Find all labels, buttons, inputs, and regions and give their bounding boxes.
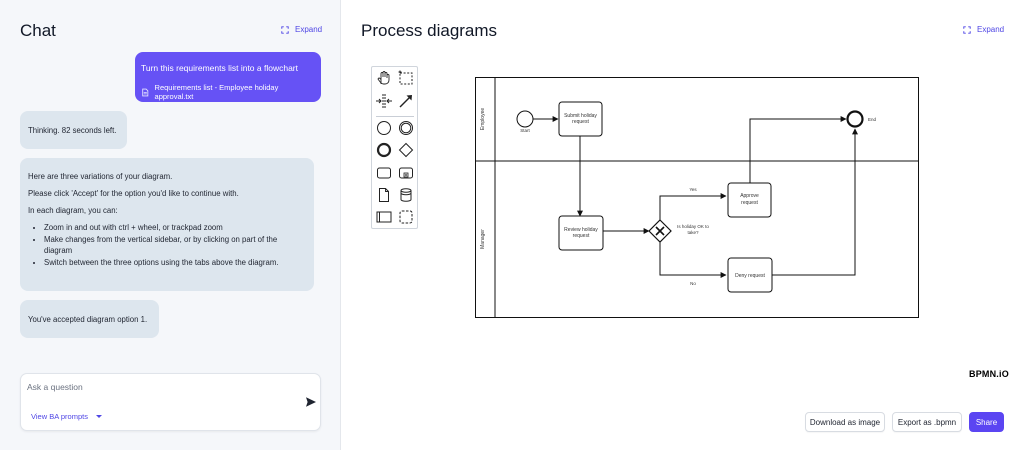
expand-icon bbox=[281, 25, 289, 34]
flow-deny-to-end[interactable] bbox=[772, 128, 858, 276]
user-message-text: Turn this requirements list into a flowc… bbox=[141, 63, 298, 73]
list-item: Make changes from the vertical sidebar, … bbox=[44, 234, 306, 256]
flow-approve-to-end[interactable] bbox=[749, 116, 847, 183]
reply-lead: In each diagram, you can: bbox=[28, 206, 118, 215]
bot-message-thinking: Thinking. 82 seconds left. bbox=[20, 111, 127, 149]
task-approve-label-1: Approve bbox=[740, 193, 759, 199]
data-store-icon[interactable] bbox=[397, 186, 415, 204]
subprocess-icon[interactable] bbox=[397, 164, 415, 182]
bot-message-variations: Here are three variations of your diagra… bbox=[20, 158, 314, 291]
start-event[interactable] bbox=[516, 110, 534, 128]
prompts-label: View BA prompts bbox=[31, 412, 88, 421]
file-icon bbox=[142, 88, 149, 96]
download-image-button[interactable]: Download as image bbox=[805, 412, 885, 432]
attachment-name: Requirements list - Employee holiday app… bbox=[154, 83, 279, 101]
export-bpmn-button[interactable]: Export as .bpmn bbox=[892, 412, 962, 432]
task-icon[interactable] bbox=[375, 164, 393, 182]
question-box: View BA prompts bbox=[20, 373, 321, 431]
end-event-icon[interactable] bbox=[375, 141, 393, 159]
chat-panel: Chat Expand Turn this requirements list … bbox=[0, 0, 341, 450]
task-submit-label-1: Submit holiday bbox=[564, 113, 597, 119]
send-icon[interactable] bbox=[305, 396, 317, 408]
gateway-label-2: take? bbox=[687, 230, 699, 235]
chat-expand-label: Expand bbox=[295, 25, 323, 34]
view-prompts-button[interactable]: View BA prompts bbox=[31, 412, 102, 421]
task-review-label-1: Review holiday bbox=[564, 227, 598, 233]
pool-icon[interactable] bbox=[375, 208, 393, 226]
list-item: Zoom in and out with ctrl + wheel, or tr… bbox=[44, 222, 306, 233]
palette-divider bbox=[376, 116, 414, 117]
intermediate-event-icon[interactable] bbox=[397, 119, 415, 137]
bpmn-io-logo[interactable]: BPMN.iO bbox=[969, 369, 1009, 379]
user-message: Turn this requirements list into a flowc… bbox=[135, 52, 321, 102]
bpmn-diagram-canvas[interactable]: Employee Manager Start Submit holiday re… bbox=[475, 77, 919, 318]
group-icon[interactable] bbox=[397, 208, 415, 226]
tool-palette bbox=[371, 66, 418, 229]
attachment[interactable]: Requirements list - Employee holiday app… bbox=[141, 83, 311, 101]
diagram-expand-label: Expand bbox=[977, 25, 1005, 34]
diagram-title: Process diagrams bbox=[361, 21, 498, 40]
diagram-expand-button[interactable]: Expand bbox=[963, 25, 1004, 34]
reply-instruction: Please click 'Accept' for the option you… bbox=[28, 189, 239, 198]
thinking-text: Thinking. 82 seconds left. bbox=[28, 125, 117, 135]
start-label: Start bbox=[520, 128, 530, 133]
accepted-text: You've accepted diagram option 1. bbox=[28, 314, 148, 324]
question-input[interactable] bbox=[27, 382, 287, 392]
reply-intro: Here are three variations of your diagra… bbox=[28, 172, 173, 181]
gateway-icon[interactable] bbox=[397, 141, 415, 159]
data-object-icon[interactable] bbox=[375, 186, 393, 204]
reply-bullets: Zoom in and out with ctrl + wheel, or tr… bbox=[28, 222, 306, 268]
gateway-label-1: Is holiday OK to bbox=[677, 224, 709, 229]
flow-no-to-deny[interactable] bbox=[659, 242, 727, 278]
hand-tool-icon[interactable] bbox=[375, 69, 393, 87]
task-review-label-2: request bbox=[573, 233, 590, 239]
bot-message-accepted: You've accepted diagram option 1. bbox=[20, 300, 159, 338]
flow-yes-to-approve[interactable] bbox=[659, 193, 727, 220]
task-approve-label-2: request bbox=[741, 200, 758, 206]
no-label: No bbox=[690, 281, 696, 286]
share-button[interactable]: Share bbox=[969, 412, 1004, 432]
task-review-holiday-request[interactable] bbox=[558, 215, 604, 251]
expand-icon bbox=[963, 25, 971, 34]
lasso-tool-icon[interactable] bbox=[397, 69, 415, 87]
end-label: End bbox=[868, 117, 877, 122]
yes-label: Yes bbox=[689, 187, 697, 192]
list-item: Switch between the three options using t… bbox=[44, 257, 306, 268]
task-approve-request[interactable] bbox=[727, 182, 772, 218]
caret-down-icon bbox=[95, 415, 102, 418]
chat-title: Chat bbox=[20, 21, 56, 40]
task-deny-request[interactable] bbox=[727, 257, 773, 293]
end-event[interactable] bbox=[846, 110, 864, 128]
task-submit-label-2: request bbox=[572, 119, 589, 125]
chat-expand-button[interactable]: Expand bbox=[281, 25, 322, 34]
gateway-x-icon bbox=[655, 226, 665, 236]
task-deny-label: Deny request bbox=[735, 273, 765, 279]
space-tool-icon[interactable] bbox=[375, 92, 393, 110]
connect-tool-icon[interactable] bbox=[397, 92, 415, 110]
start-event-icon[interactable] bbox=[375, 119, 393, 137]
task-submit-holiday-request[interactable] bbox=[558, 101, 603, 137]
lane-label-employee: Employee bbox=[480, 108, 486, 130]
lane-label-manager: Manager bbox=[480, 229, 486, 249]
